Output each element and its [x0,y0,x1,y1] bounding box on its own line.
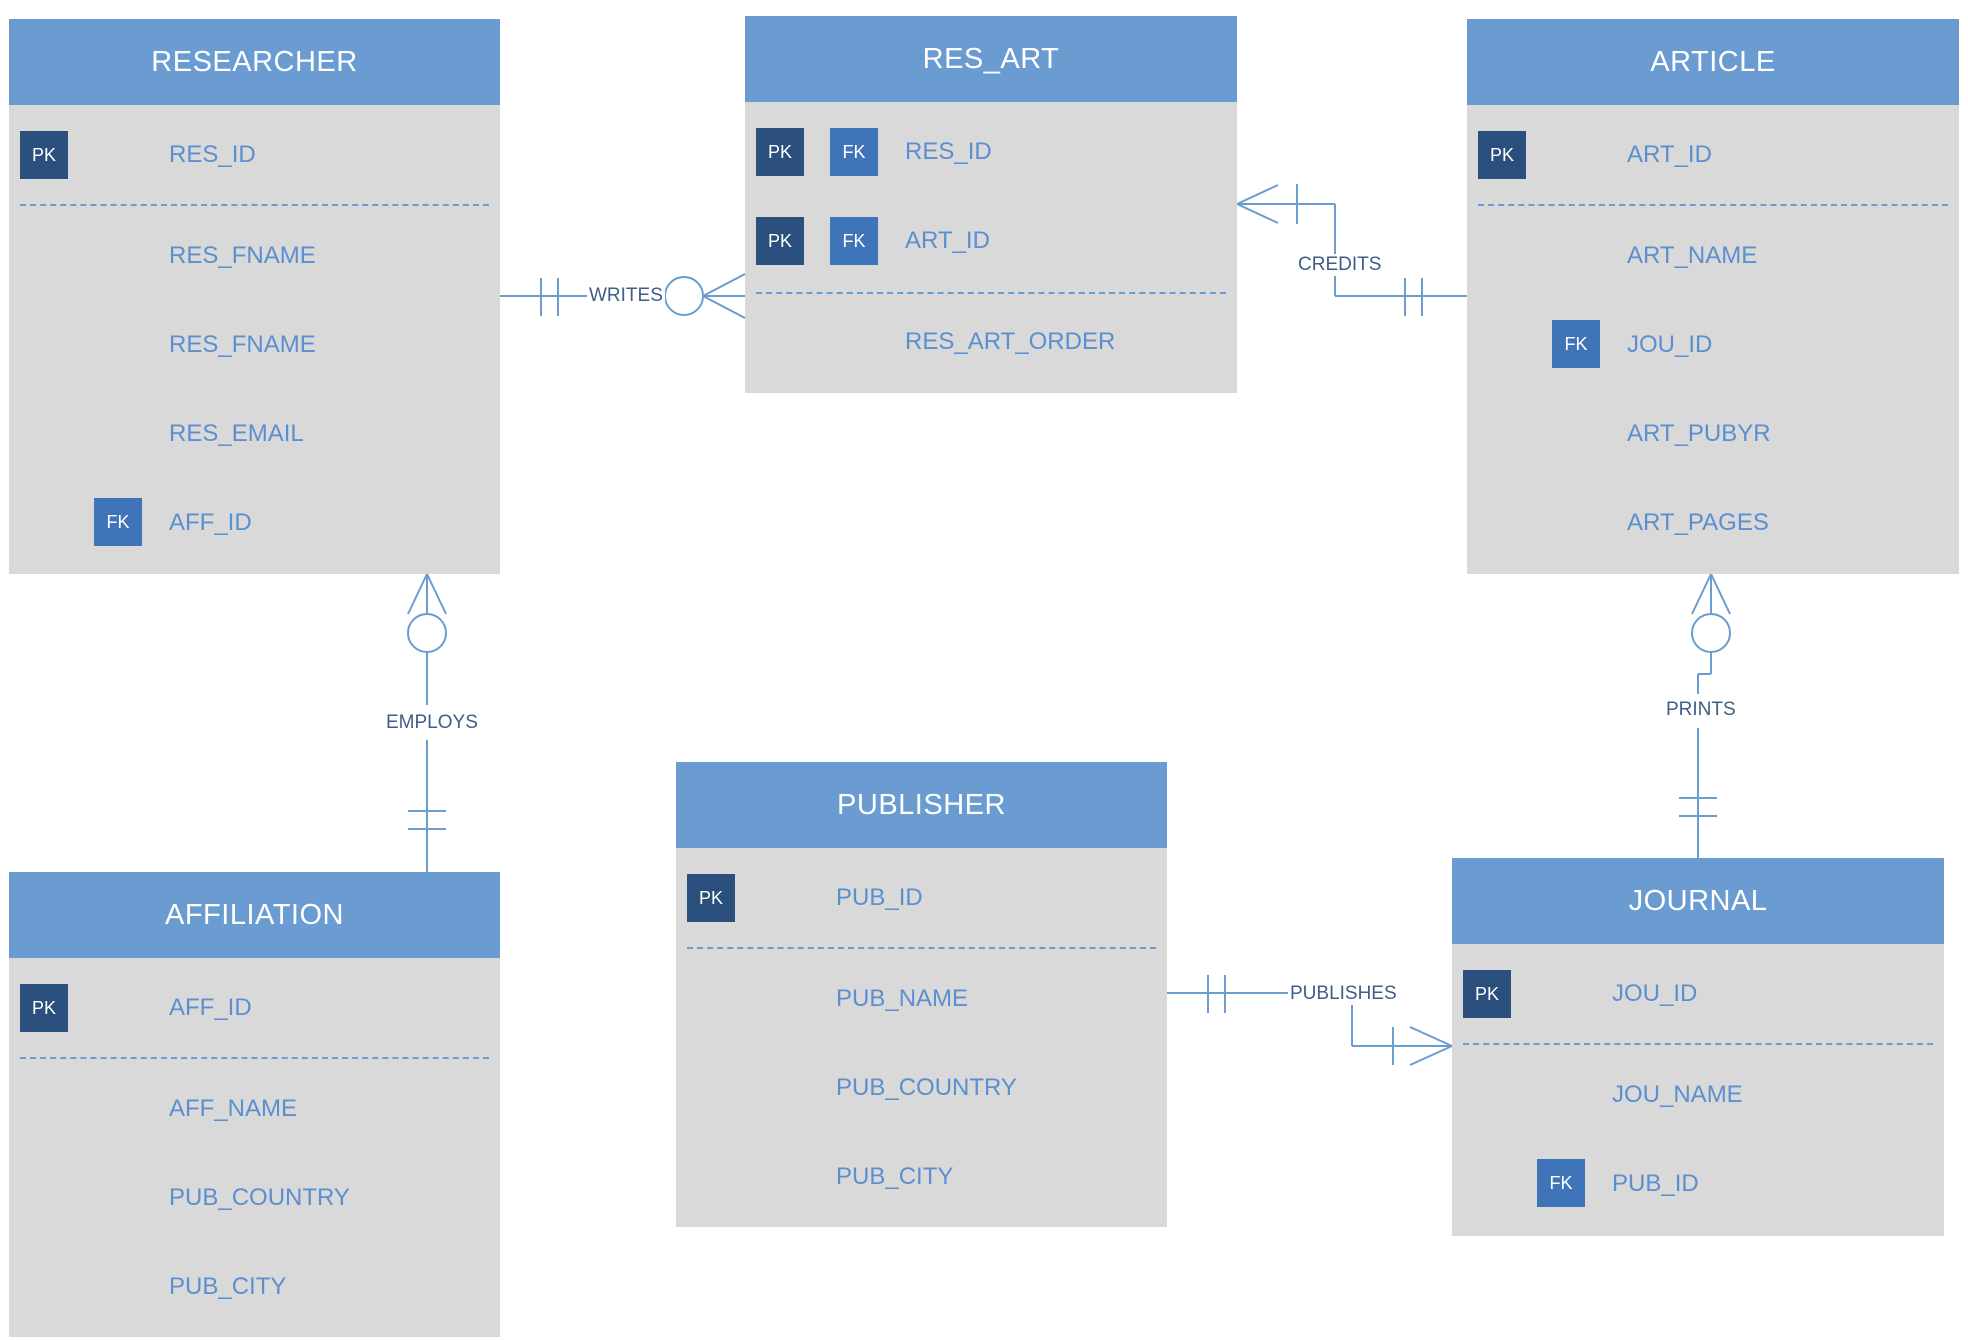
pk-badge: PK [756,128,804,176]
fk-badge: FK [1537,1159,1585,1207]
pk-badge: PK [20,131,68,179]
attribute-pub-city: PUB_CITY [836,1163,954,1190]
pk-badge: PK [756,217,804,265]
attribute-res-art-order: RES_ART_ORDER [905,328,1116,355]
entity-res-art[interactable]: RES_ART PK FK RES_ID PK FK ART_ID RES_AR… [745,16,1237,393]
connector-credits [1236,184,1467,316]
entity-publisher-title: PUBLISHER [676,762,1167,848]
relationship-employs-label: EMPLOYS [384,712,480,734]
entity-researcher[interactable]: RESEARCHER PK RES_ID RES_FNAME RES_FNAME… [9,19,500,574]
fk-badge: FK [830,217,878,265]
entity-researcher-title: RESEARCHER [9,19,500,105]
primary-key-divider [687,947,1156,949]
attribute-pub-name: PUB_NAME [836,985,969,1012]
attribute-jou-id: JOU_ID [1627,331,1713,358]
attribute-aff-id: AFF_ID [169,994,252,1021]
attribute-art-id: ART_ID [905,227,990,254]
attribute-pub-id: PUB_ID [836,884,923,911]
relationship-prints-label: PRINTS [1664,699,1738,721]
pk-badge: PK [1478,131,1526,179]
entity-article[interactable]: ARTICLE PK ART_ID ART_NAME FK JOU_ID ART… [1467,19,1959,574]
primary-key-divider [1463,1043,1933,1045]
entity-article-title: ARTICLE [1467,19,1959,105]
fk-badge: FK [94,498,142,546]
entity-affiliation[interactable]: AFFILIATION PK AFF_ID AFF_NAME PUB_COUNT… [9,872,500,1337]
pk-badge: PK [687,874,735,922]
entity-journal-title: JOURNAL [1452,858,1944,944]
connector-publishes [1167,975,1453,1066]
attribute-res-id: RES_ID [169,141,256,168]
attribute-pub-city: PUB_CITY [169,1273,287,1300]
attribute-aff-name: AFF_NAME [169,1095,298,1122]
entity-journal[interactable]: JOURNAL PK JOU_ID JOU_NAME FK PUB_ID [1452,858,1944,1236]
attribute-art-name: ART_NAME [1627,242,1758,269]
connector-prints [1679,573,1731,858]
connector-employs [407,573,447,872]
entity-res-art-title: RES_ART [745,16,1237,102]
pk-badge: PK [1463,970,1511,1018]
primary-key-divider [20,1057,489,1059]
attribute-res-id: RES_ID [905,138,992,165]
relationship-publishes-label: PUBLISHES [1288,983,1399,1005]
attribute-res-fname-2: RES_FNAME [169,331,316,358]
attribute-jou-id: JOU_ID [1612,980,1698,1007]
pk-badge: PK [20,984,68,1032]
entity-affiliation-title: AFFILIATION [9,872,500,958]
attribute-res-fname: RES_FNAME [169,242,316,269]
primary-key-divider [756,292,1226,294]
relationship-credits-label: CREDITS [1296,254,1384,276]
attribute-res-email: RES_EMAIL [169,420,304,447]
attribute-pub-country: PUB_COUNTRY [836,1074,1017,1101]
attribute-pub-id: PUB_ID [1612,1170,1699,1197]
attribute-art-pages: ART_PAGES [1627,509,1769,536]
relationship-writes-label: WRITES [587,285,665,307]
entity-publisher[interactable]: PUBLISHER PK PUB_ID PUB_NAME PUB_COUNTRY… [676,762,1167,1227]
fk-badge: FK [830,128,878,176]
attribute-art-id: ART_ID [1627,141,1712,168]
attribute-art-pubyr: ART_PUBYR [1627,420,1771,447]
attribute-jou-name: JOU_NAME [1612,1081,1743,1108]
primary-key-divider [20,204,489,206]
attribute-aff-id: AFF_ID [169,509,252,536]
primary-key-divider [1478,204,1948,206]
attribute-pub-country: PUB_COUNTRY [169,1184,350,1211]
fk-badge: FK [1552,320,1600,368]
